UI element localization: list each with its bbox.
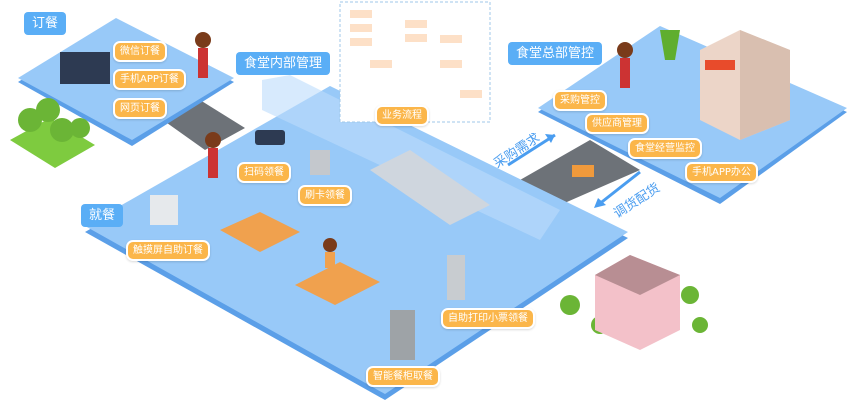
computer-monitor	[60, 52, 110, 84]
section-dining: 就餐	[81, 204, 124, 227]
label-card-pickup: 刷卡领餐	[298, 185, 352, 206]
pos-terminal	[255, 130, 285, 145]
people	[195, 32, 633, 268]
label-cabinet-pickup: 智能餐柜取餐	[366, 366, 440, 387]
touch-kiosk	[150, 195, 178, 225]
label-purchase-control: 采购管控	[553, 90, 607, 111]
label-business-process: 业务流程	[375, 105, 429, 126]
label-touch-order: 触摸屏自助订餐	[126, 240, 210, 261]
dining-table	[220, 212, 300, 252]
section-ordering: 订餐	[24, 12, 67, 35]
truck	[572, 165, 594, 177]
shop-building	[595, 255, 680, 350]
meal-cabinet	[390, 310, 415, 360]
section-internal: 食堂内部管理	[236, 52, 331, 75]
print-kiosk	[447, 255, 465, 300]
trees-left	[10, 98, 95, 168]
section-hq: 食堂总部管控	[508, 42, 603, 65]
label-web-order: 网页订餐	[113, 98, 167, 119]
label-print-pickup: 自助打印小票领餐	[441, 308, 535, 329]
label-supplier-mgmt: 供应商管理	[585, 113, 649, 134]
label-scan-pickup: 扫码领餐	[237, 162, 291, 183]
dining-table	[295, 262, 380, 305]
purchase-arrow	[507, 133, 556, 167]
label-wechat-order: 微信订餐	[113, 41, 167, 62]
hq-building	[660, 30, 790, 140]
label-app-order: 手机APP订餐	[113, 69, 186, 90]
label-operation-monitor: 食堂经营监控	[628, 138, 702, 159]
dispatch-arrow	[597, 170, 641, 207]
card-terminal	[310, 150, 330, 175]
kitchen-counter	[370, 150, 490, 225]
label-app-office: 手机APP办公	[685, 162, 758, 183]
hq-platform	[538, 26, 847, 198]
